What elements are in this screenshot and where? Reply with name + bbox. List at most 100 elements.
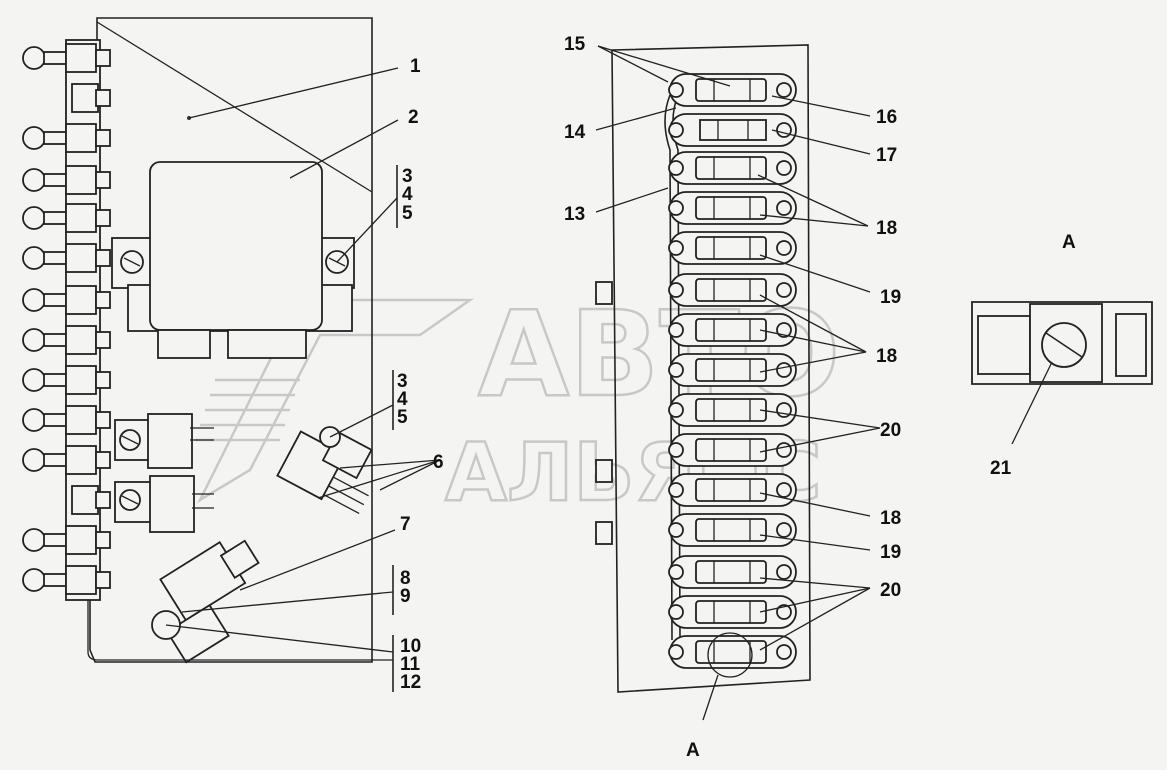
fuse-terminal [776,200,792,216]
callout-8: 8 [400,568,411,589]
connector-block [65,243,97,273]
bulb-socket [43,51,67,65]
connector-block [65,405,97,435]
connector-block [65,525,97,555]
connector-stub [95,209,111,227]
connector-stub [95,371,111,389]
fuse-terminal [776,322,792,338]
leader-line [759,534,871,551]
panel-tab [595,281,613,305]
bulb-icon [22,448,46,472]
leader-line [165,624,394,653]
fuse-terminal [668,282,684,298]
fuse-icon [695,438,767,462]
bus-strip [664,94,673,641]
bulb-icon [22,168,46,192]
connector-stub [95,531,111,549]
leader-line [759,254,871,293]
callout-10: 10 [400,636,421,657]
leader-line [379,459,441,491]
bulb-socket [43,251,67,265]
bulb-socket [43,533,67,547]
leader-line [181,591,394,613]
fuse-terminal [668,240,684,256]
fuse-icon [695,196,767,220]
leader-line [771,95,871,117]
connector-block [65,203,97,233]
arrow-label-a: А [686,740,700,761]
fuse-terminal [668,200,684,216]
leader-line [759,351,867,373]
leader-line [759,492,871,517]
leader-line [759,427,881,453]
fuse-icon [695,478,767,502]
callout-20: 20 [880,580,901,601]
leader-line [289,119,399,179]
bulb-icon [22,288,46,312]
relay-pin [323,494,360,515]
fuse-terminal [776,644,792,660]
bulb-socket [43,211,67,225]
bulb-icon [22,46,46,70]
flasher-relay [159,539,260,664]
detail-view-a [971,301,1153,445]
view-arrow [702,674,719,721]
detail-clip-left [977,315,1031,375]
connector-block [65,565,97,595]
leader-line [771,129,871,155]
fuse-terminal [668,604,684,620]
callout-1: 1 [410,56,421,77]
relay-block [111,116,355,359]
bulb-socket [43,173,67,187]
connector-stub [95,491,111,509]
leader-line [759,587,871,613]
relay-plug-left [157,329,211,359]
bulb-socket [43,293,67,307]
fuse-icon [695,78,767,102]
callout-5: 5 [402,203,413,224]
connector-stub [95,49,111,67]
fuse-icon [695,358,767,382]
leader-line [759,409,881,429]
leader-line [339,459,441,469]
connector-stub [95,571,111,589]
callout-13: 13 [564,204,585,225]
leaders-right [595,45,881,721]
connector-block [65,285,97,315]
connector-block [65,365,97,395]
relay-panel [22,17,373,664]
relay-body [147,413,193,469]
leader-line [188,67,399,119]
detail-clip-right [1115,313,1147,377]
fuse-terminal [776,604,792,620]
connector-stub [95,171,111,189]
fuse-terminal [668,322,684,338]
screw-slot [123,257,141,267]
connector-block [65,43,97,73]
leader-line [597,45,669,83]
fuse-terminal [668,160,684,176]
panel-tab [595,459,613,483]
leader-line [317,459,441,499]
leader-line [759,587,871,651]
panel-bottom-edge [87,585,148,661]
fuse-jumper [699,119,767,141]
fuse-icon [695,600,767,624]
fuse-terminal [776,482,792,498]
bulb-socket [43,131,67,145]
fuse-terminal [668,122,684,138]
relay-plug-right [227,329,307,359]
callout-4: 4 [397,389,408,410]
leader-line [757,174,869,227]
fuse-terminal [776,160,792,176]
callout-11: 11 [400,654,421,675]
fuse-icon [695,640,767,664]
bulb-socket [43,453,67,467]
fuse-terminal [668,482,684,498]
callout-21: 21 [990,458,1012,479]
connector-block [65,325,97,355]
panel-tab [595,521,613,545]
bulb-icon [22,568,46,592]
relay-body [149,475,195,533]
fuse-terminal [776,362,792,378]
